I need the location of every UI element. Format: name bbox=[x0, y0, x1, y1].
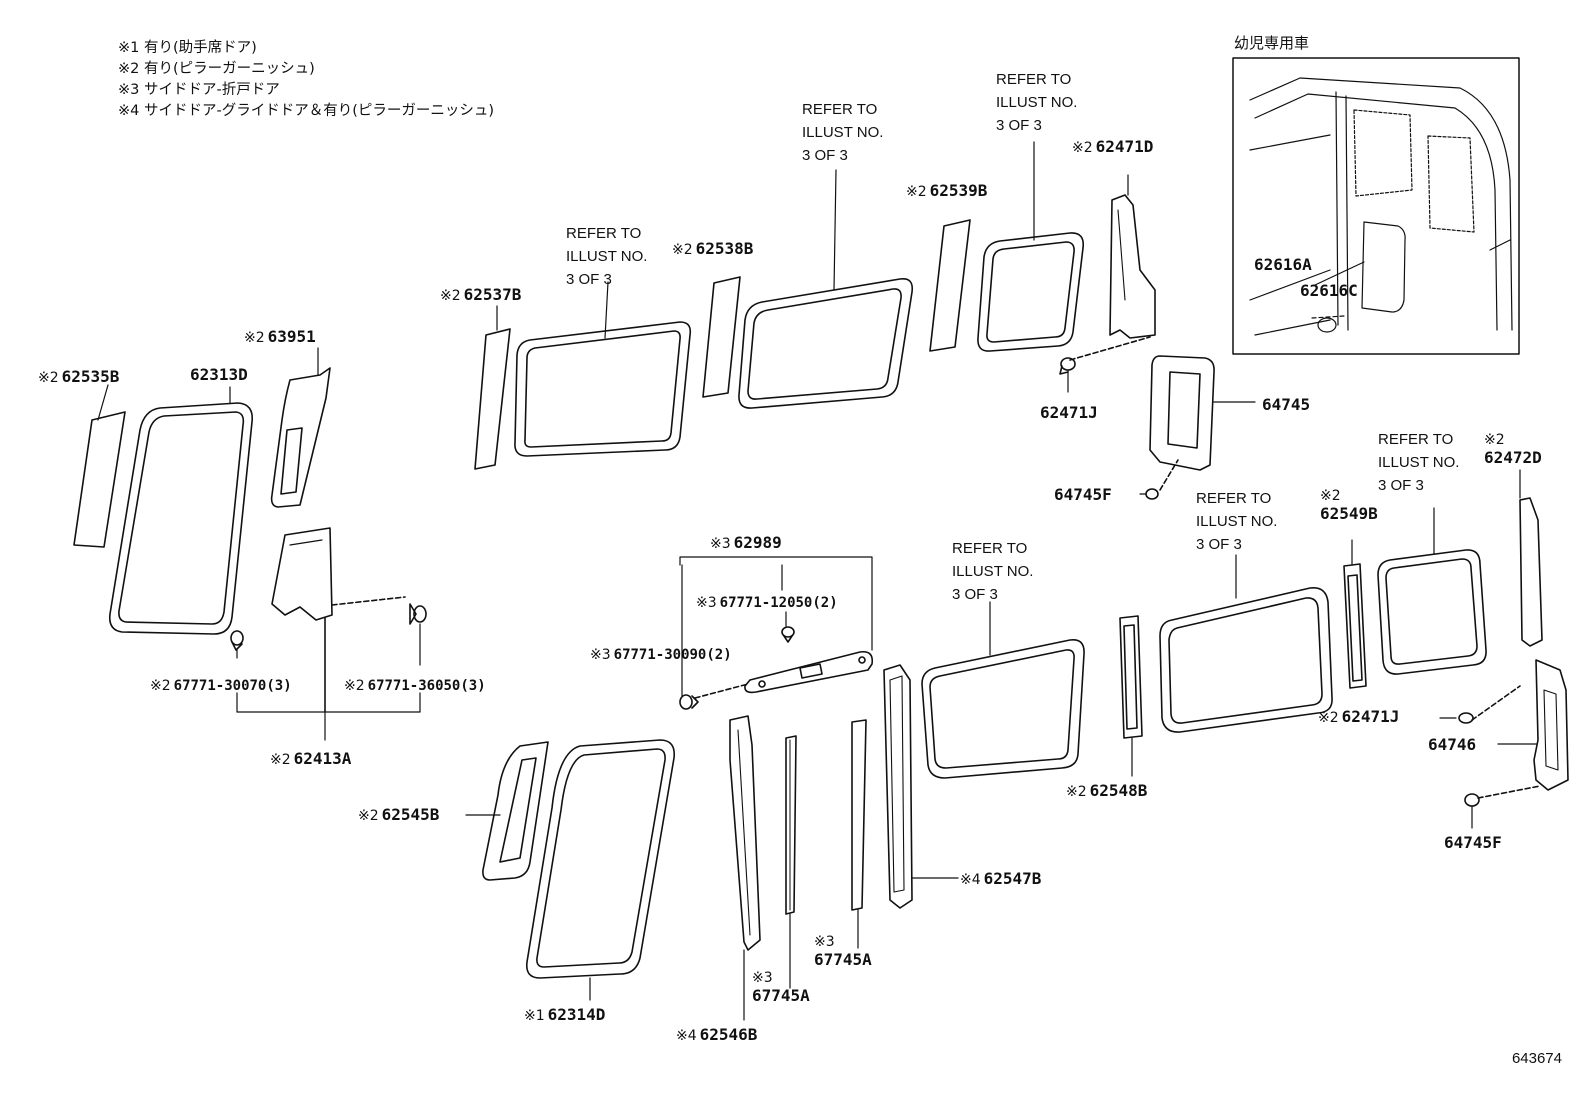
fastener-67771-12050 bbox=[781, 611, 795, 643]
label-62471J-top: 62471J bbox=[1040, 403, 1098, 422]
label-64745F-top: 64745F bbox=[1054, 485, 1112, 504]
window-frame-3 bbox=[977, 141, 1085, 352]
label-64746: 64746 bbox=[1428, 735, 1477, 754]
part-62313D bbox=[108, 386, 254, 635]
window-frame-1 bbox=[514, 281, 692, 457]
part-63951 bbox=[270, 347, 331, 508]
part-62989 bbox=[679, 556, 874, 699]
drawing-number: 643674 bbox=[1511, 1050, 1562, 1067]
part-62548B bbox=[1119, 615, 1143, 777]
part-62547B bbox=[883, 664, 959, 909]
part-62535B bbox=[73, 411, 126, 548]
fastener-67771-30090 bbox=[679, 564, 699, 710]
fastener-62471J-bot bbox=[1439, 712, 1474, 724]
inset-van-drawing bbox=[1249, 77, 1513, 336]
inset-title: 幼児専用車 bbox=[1234, 34, 1310, 52]
window-frame-6 bbox=[1377, 507, 1487, 675]
part-62472D bbox=[1519, 469, 1543, 647]
window-frame-5 bbox=[1159, 554, 1333, 733]
part-62546B bbox=[729, 715, 761, 1021]
fastener-62471J-top bbox=[1059, 357, 1076, 393]
label-62616A: 62616A bbox=[1254, 255, 1312, 274]
note-2: ※2 有り(ピラーガーニッシュ) bbox=[118, 61, 315, 77]
part-62413A bbox=[271, 527, 333, 713]
window-frame-4 bbox=[921, 601, 1085, 779]
window-frame-2 bbox=[738, 169, 914, 409]
notes-legend: ※1 有り(助手席ドア) ※2 有り(ピラーガーニッシュ) ※3 サイドドア-折… bbox=[118, 38, 494, 122]
part-64745 bbox=[1149, 355, 1256, 491]
part-64746 bbox=[1471, 659, 1569, 799]
part-62549B bbox=[1343, 539, 1367, 689]
part-62471D bbox=[1069, 174, 1156, 361]
part-67745A-a bbox=[785, 735, 797, 989]
part-62538B bbox=[702, 276, 741, 398]
note-4: ※4 サイドドア-グライドドア＆有り(ピラーガーニッシュ) bbox=[118, 103, 495, 119]
part-62539B bbox=[929, 219, 971, 352]
part-67745A-b bbox=[851, 719, 867, 949]
label-64745F-bot: 64745F bbox=[1444, 833, 1502, 852]
part-62537B bbox=[474, 328, 511, 470]
label-62616C: 62616C bbox=[1300, 281, 1358, 300]
label-64745: 64745 bbox=[1262, 395, 1311, 414]
note-3: ※3 サイドドア-折戸ドア bbox=[118, 82, 280, 98]
fastener-64745F-top bbox=[1139, 488, 1159, 500]
part-62545B bbox=[465, 741, 549, 881]
fastener-64745F-bot bbox=[1464, 793, 1480, 829]
label-62313D: 62313D bbox=[190, 365, 248, 384]
inset-frame bbox=[1232, 57, 1520, 355]
note-1: ※1 有り(助手席ドア) bbox=[118, 40, 257, 56]
fastener-67771-36050 bbox=[331, 596, 427, 666]
fastener-67771-30070 bbox=[230, 630, 244, 659]
part-62314D bbox=[525, 739, 676, 1001]
